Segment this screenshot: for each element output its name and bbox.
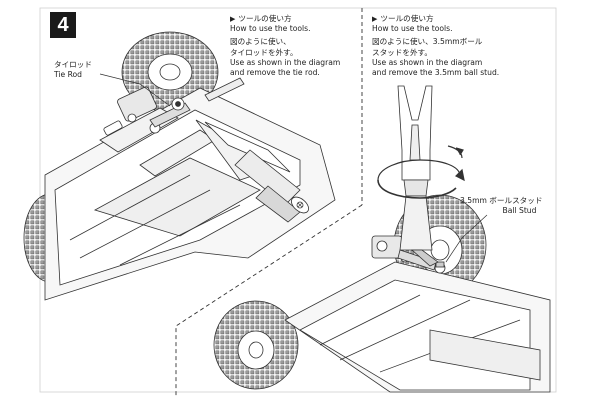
right-instruction-line: スタッドを外す。 — [372, 47, 432, 57]
tie-rod-leader-line — [99, 73, 171, 107]
left-instruction-line: 図のように使い、 — [230, 37, 291, 47]
tie-rod-label-en: Tie Rod — [54, 70, 83, 79]
right-instruction-line: Use as shown in the diagram — [372, 57, 483, 67]
right-instruction-line: 図のように使い、3.5mmボール — [372, 37, 483, 47]
right-tool — [397, 85, 439, 267]
left-instruction-heading: ツールの使い方 — [230, 14, 340, 24]
right-instruction-line: and remove the 3.5mm ball stud. — [372, 68, 500, 78]
left-instruction: ツールの使い方 How to use the tools. 図のように使い、 タ… — [230, 14, 340, 78]
left-instruction-line: Use as shown in the diagram — [230, 57, 341, 67]
ball-stud-callout: 3.5mm ボールスタッド Ball Stud — [460, 196, 542, 216]
ball-stud-leader-line — [445, 214, 488, 263]
left-instruction-line: and remove the tie rod. — [230, 68, 320, 78]
left-tool — [195, 119, 309, 223]
left-instruction-line: How to use the tools. — [230, 24, 311, 34]
ball-stud-label-en: Ball Stud — [502, 206, 537, 215]
ball-stud-label-jp: 3.5mm ボールスタッド — [460, 196, 543, 205]
rotation-arrow-icon — [377, 145, 465, 199]
right-instruction-heading: ツールの使い方 — [372, 14, 499, 24]
left-car-chassis — [23, 31, 336, 301]
step-number-badge: 4 — [50, 12, 76, 38]
dashed-separator-diagonal — [175, 204, 363, 398]
right-instruction-line: How to use the tools. — [372, 24, 453, 34]
right-instruction: ツールの使い方 How to use the tools. 図のように使い、3.… — [372, 14, 499, 78]
tie-rod-label-jp: タイロッド — [54, 60, 92, 69]
tie-rod-callout: タイロッド Tie Rod — [54, 60, 92, 80]
left-instruction-line: タイロッドを外す。 — [230, 47, 298, 57]
ball-stud — [434, 261, 446, 274]
